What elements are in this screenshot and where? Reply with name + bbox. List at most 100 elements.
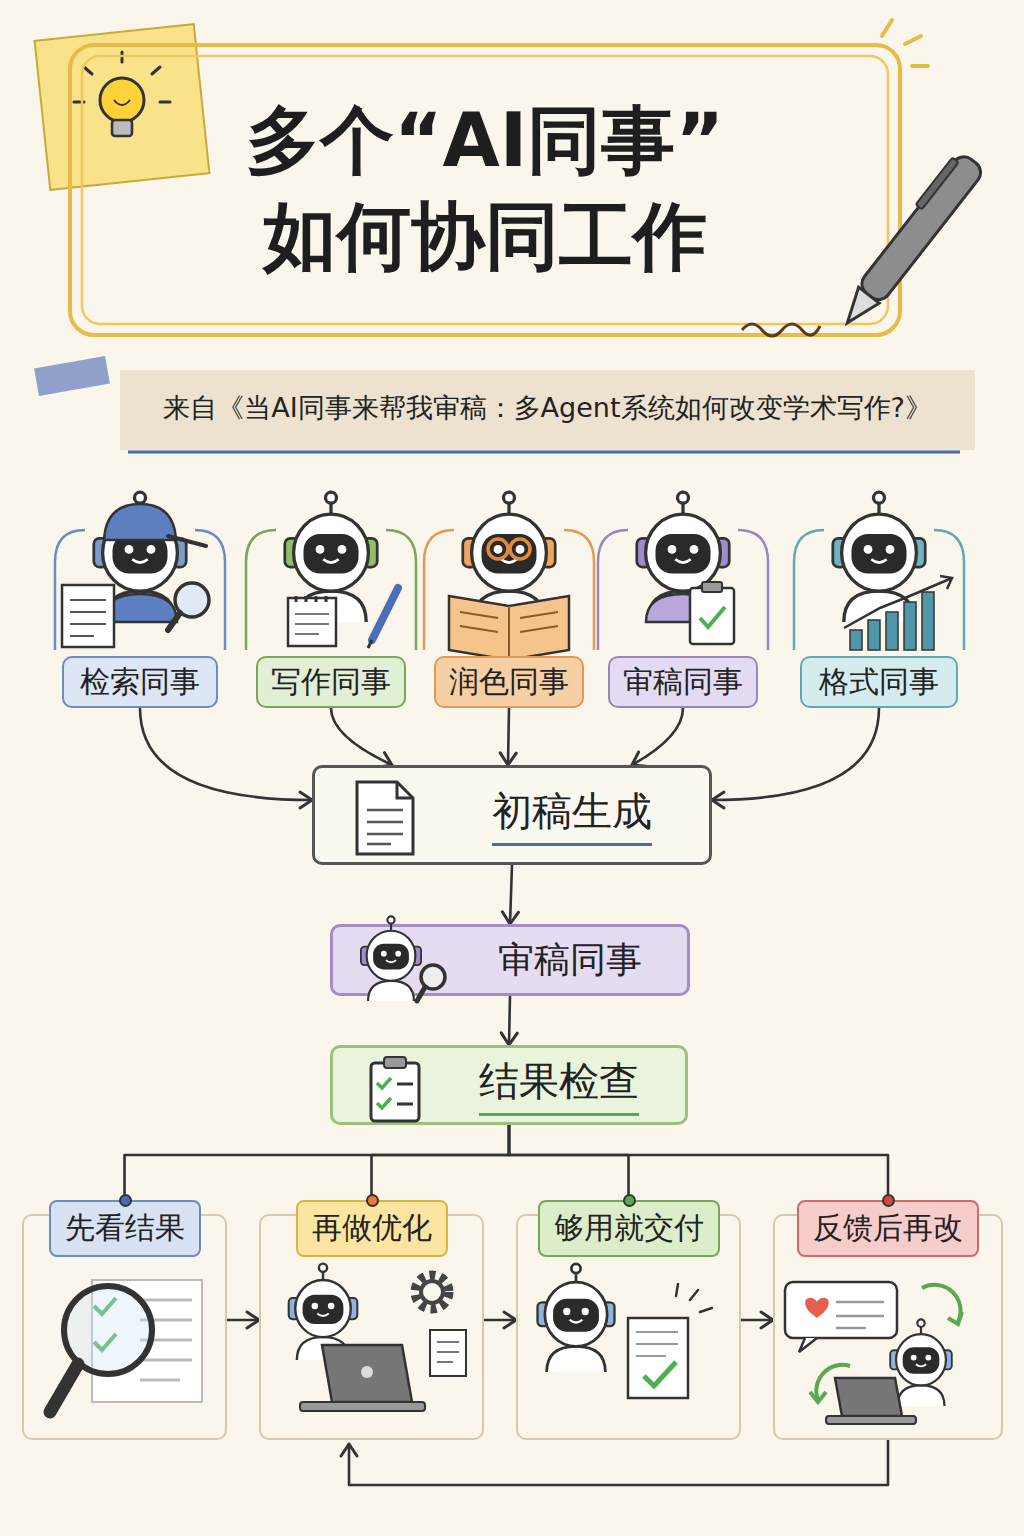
connector-line — [508, 708, 509, 765]
review-agent-figure-part — [700, 607, 725, 627]
feedback-illustration-part — [785, 1282, 897, 1338]
title-frame-part — [82, 56, 888, 324]
arrow-head — [500, 753, 516, 765]
reviewer-icon — [355, 915, 455, 1005]
process-box: 初稿生成 — [312, 765, 712, 865]
document-icon-part — [357, 782, 413, 854]
step-panel: 先看结果 — [22, 1200, 227, 1440]
checklist-icon-part — [371, 1063, 419, 1121]
format-agent-figure-part — [844, 576, 952, 628]
sticky-note — [35, 24, 210, 190]
pen-part-part — [915, 157, 958, 209]
sticky-note-part — [112, 120, 132, 136]
deliver-illustration — [538, 1264, 713, 1398]
checklist-icon-part — [397, 1084, 413, 1104]
pen-part — [742, 324, 820, 336]
search-agent-figure-part — [104, 504, 176, 540]
deliver-illustration-part — [676, 1284, 712, 1312]
node-label: 格式同事 — [819, 662, 939, 703]
writing-agent-figure — [285, 492, 398, 648]
optimize-illustration-part — [430, 1330, 466, 1376]
caption-banner-part — [120, 370, 975, 450]
connector — [341, 1440, 888, 1485]
connector-line — [509, 996, 510, 1045]
pin-dot — [119, 1194, 132, 1207]
arrow-head — [502, 912, 518, 924]
document-icon-part — [367, 810, 403, 844]
panel-heading: 再做优化 — [312, 1210, 432, 1245]
panel-heading-tag: 够用就交付 — [538, 1200, 720, 1257]
sticky-note-part — [35, 24, 210, 190]
node-label: 审稿同事 — [498, 936, 642, 985]
connector-line — [510, 865, 512, 924]
connector-line — [509, 1125, 888, 1200]
document-icon — [353, 778, 417, 858]
review-agent-figure-part — [702, 582, 722, 592]
checklist-icon-part — [384, 1057, 406, 1068]
panel-heading: 先看结果 — [65, 1210, 185, 1245]
connector-line — [712, 708, 879, 800]
writing-agent-figure-part — [372, 588, 398, 640]
node-label: 初稿生成 — [492, 784, 652, 846]
agent-label: 写作同事 — [256, 656, 406, 708]
title-frame-part — [882, 20, 928, 66]
arrow-head — [504, 1312, 516, 1328]
arrow-head — [761, 1312, 773, 1328]
connector — [331, 708, 392, 767]
connector-line — [484, 1319, 516, 1322]
connector — [712, 708, 879, 808]
optimize-illustration-part — [322, 1345, 412, 1402]
polish-agent-figure-part — [460, 606, 558, 660]
feedback-illustration-part — [810, 1392, 826, 1402]
process-box: 审稿同事 — [330, 924, 690, 996]
connector — [140, 708, 312, 808]
deliver-illustration-part — [628, 1318, 688, 1398]
connector-line — [509, 1125, 629, 1200]
connector-line — [140, 708, 312, 800]
writing-agent-figure-part — [288, 598, 336, 646]
connector — [509, 1125, 888, 1200]
connector — [500, 708, 516, 765]
polish-agent-figure-part — [488, 539, 508, 559]
connector-line — [632, 708, 683, 765]
optimize-illustration-part — [421, 1281, 443, 1303]
deliver-illustration-part — [538, 1264, 615, 1372]
review-agent-figure-part — [690, 588, 734, 644]
reviewer-icon-part — [417, 987, 425, 1001]
format-agent-figure-part — [868, 620, 880, 650]
title-frame-part — [70, 45, 900, 335]
node-label: 结果检查 — [479, 1054, 639, 1116]
arrow-head — [300, 792, 312, 808]
sticky-note-part — [114, 100, 130, 105]
pin-dot — [366, 1194, 379, 1207]
search-agent-figure-part — [62, 585, 114, 647]
deliver-illustration-part — [644, 1362, 676, 1386]
feedback-illustration — [785, 1282, 962, 1424]
format-agent-figure-part — [886, 612, 898, 650]
magnifier-illustration — [50, 1280, 202, 1412]
checklist-icon-part — [377, 1078, 391, 1108]
panel-heading-tag: 先看结果 — [49, 1200, 201, 1257]
arrow-head — [247, 1312, 259, 1328]
search-agent-figure-part — [70, 600, 106, 636]
format-agent-figure-part — [922, 592, 934, 650]
feedback-illustration-part — [799, 1338, 817, 1352]
caption-banner — [34, 356, 975, 452]
connector-line — [372, 1125, 510, 1200]
title-frame — [70, 20, 928, 335]
document-icon-part — [397, 782, 413, 798]
caption-banner-part — [128, 451, 960, 454]
step-panel: 反馈后再改 — [773, 1200, 1003, 1440]
pen-part-part — [857, 152, 985, 304]
panel-heading: 反馈后再改 — [813, 1210, 963, 1245]
polish-agent-figure-part — [510, 539, 530, 559]
reviewer-icon-part — [361, 916, 421, 1001]
format-agent-figure-part — [850, 630, 862, 650]
search-agent-figure-part — [168, 613, 180, 630]
agent-label: 审稿同事 — [608, 656, 758, 708]
feedback-illustration-part — [948, 1312, 962, 1324]
review-agent-figure — [637, 492, 734, 644]
node-label: 润色同事 — [449, 662, 569, 703]
pen — [742, 150, 985, 336]
